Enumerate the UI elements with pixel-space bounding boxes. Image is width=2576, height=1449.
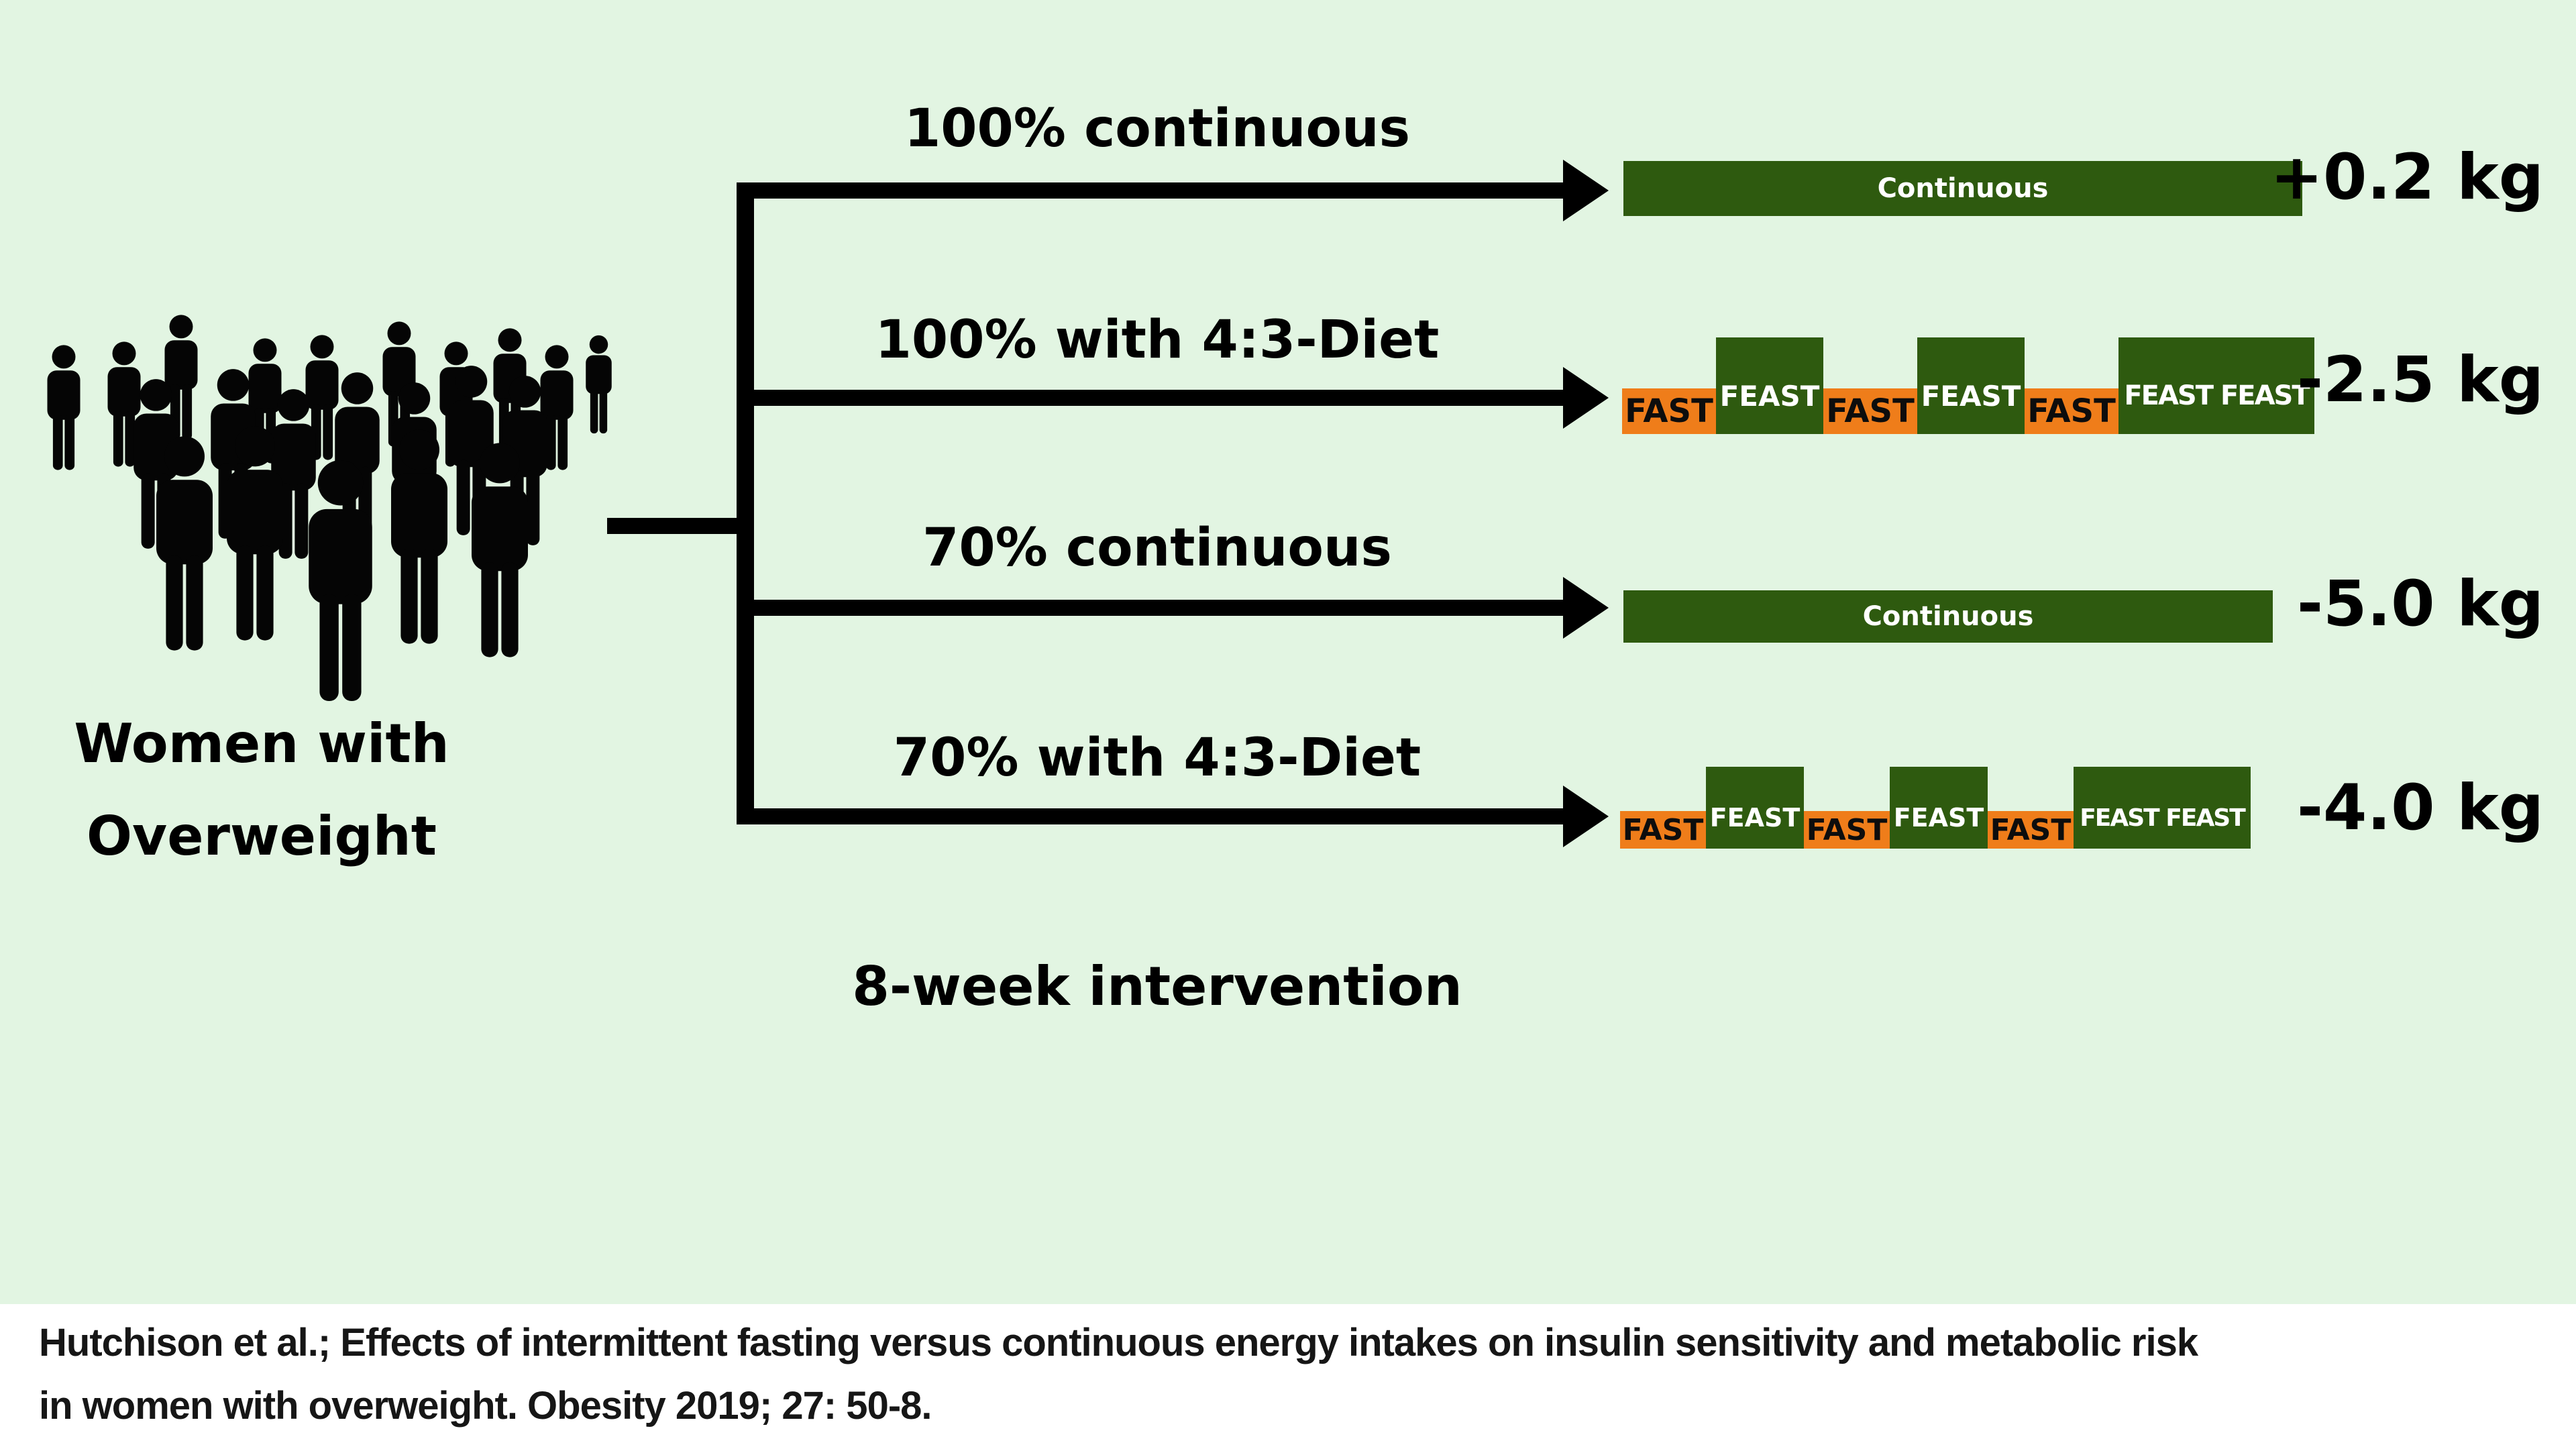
arrowhead-icon (1563, 577, 1609, 639)
arm3-bar-label: Continuous (1862, 601, 2034, 632)
feast-feast-block: FEAST FEAST (2074, 767, 2251, 849)
feast-feast-block: FEAST FEAST (2118, 337, 2314, 434)
arm1-bar-label: Continuous (1877, 173, 2049, 204)
fast-block: FAST (1622, 388, 1716, 434)
fast-block: FAST (1823, 388, 1917, 434)
arm1-continuous-bar: Continuous (1623, 161, 2302, 216)
branch-line-arm4 (745, 808, 1566, 824)
fast-block: FAST (2025, 388, 2118, 434)
women-crowd-icon (47, 315, 612, 702)
feast-block: FEAST (1917, 337, 2025, 434)
fast-block: FAST (1804, 811, 1890, 849)
arm4-fast-feast-pattern: FAST FEAST FAST FEAST FAST FEAST FEAST (1620, 767, 2251, 849)
arm2-fast-feast-pattern: FAST FEAST FAST FEAST FAST FEAST FEAST (1622, 337, 2314, 434)
fast-block: FAST (1988, 811, 2074, 849)
arrowhead-icon (1563, 367, 1609, 429)
arrowhead-icon (1563, 786, 1609, 847)
arm2-label: 100% with 4:3-Diet (875, 310, 1440, 370)
connector-trunk-line (737, 182, 754, 824)
feast-block: FEAST (1716, 337, 1823, 434)
arm3-outcome-label: -5.0 kg (2296, 568, 2544, 641)
feast-block: FEAST (1706, 767, 1804, 849)
intervention-duration-note: 8-week intervention (852, 955, 1462, 1018)
arm1-label: 100% continuous (904, 99, 1411, 159)
arm1-outcome-label: +0.2 kg (2270, 141, 2544, 214)
citation-band (0, 1304, 2576, 1449)
population-label-line1: Women with (74, 712, 449, 775)
branch-line-arm3 (745, 600, 1566, 616)
citation-line2: in women with overweight. Obesity 2019; … (39, 1384, 932, 1428)
population-label-line2: Overweight (87, 805, 437, 867)
branch-line-arm2 (745, 390, 1566, 406)
arm3-label: 70% continuous (922, 518, 1392, 578)
branch-line-arm1 (745, 182, 1566, 199)
citation-line1: Hutchison et al.; Effects of intermitten… (39, 1321, 2198, 1364)
arm4-outcome-label: -4.0 kg (2296, 771, 2544, 845)
feast-block: FEAST (1890, 767, 1988, 849)
connector-stub-line (607, 518, 741, 534)
arm4-label: 70% with 4:3-Diet (893, 728, 1421, 788)
arm3-continuous-bar: Continuous (1623, 590, 2273, 643)
arm2-outcome-label: -2.5 kg (2296, 343, 2544, 417)
arrowhead-icon (1563, 160, 1609, 221)
fast-block: FAST (1620, 811, 1706, 849)
